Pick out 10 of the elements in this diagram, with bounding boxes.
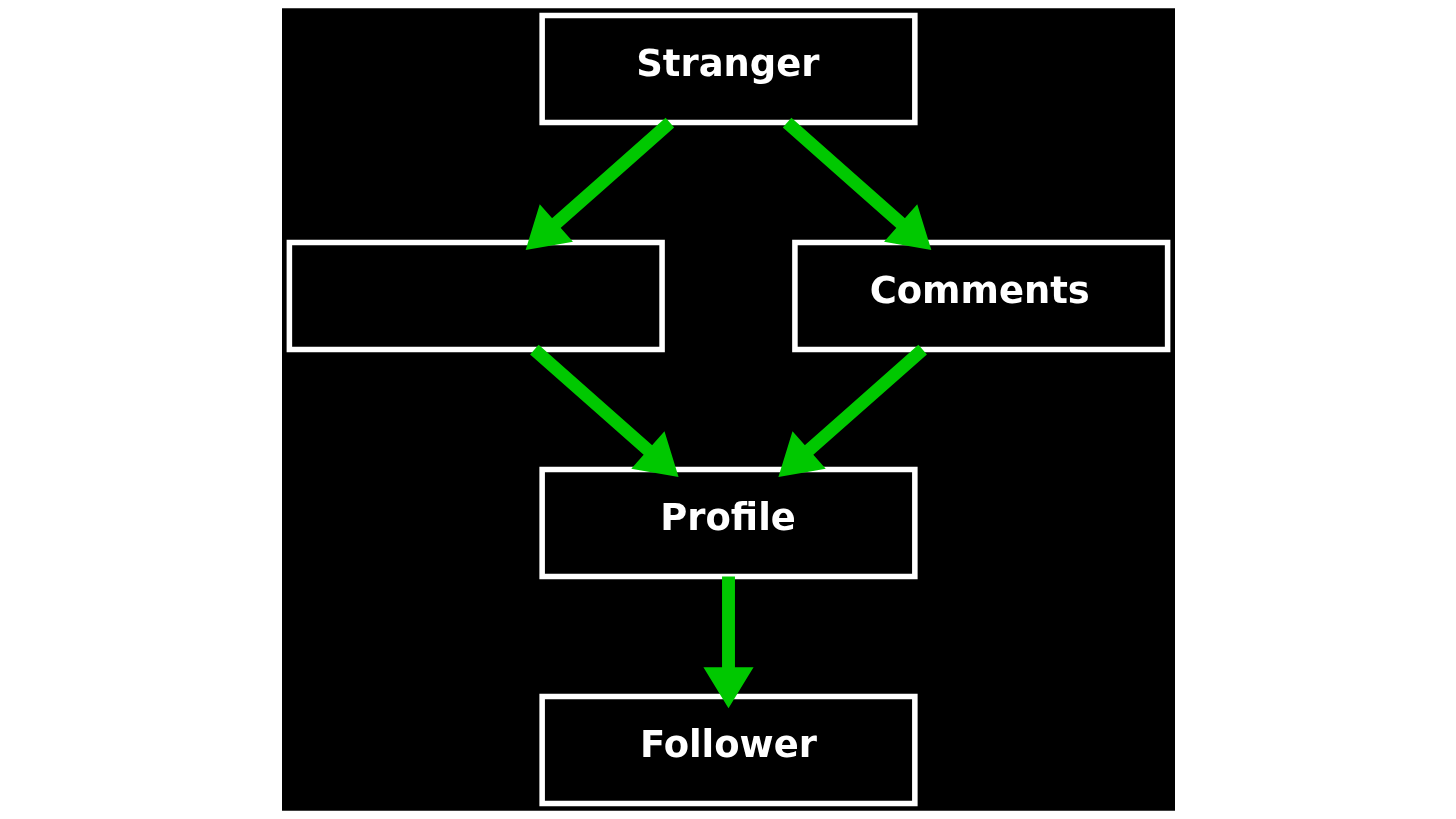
node-box: Stranger xyxy=(538,12,918,126)
node-box: Follower xyxy=(538,693,918,807)
arrow xyxy=(777,344,927,478)
node-box: Profile xyxy=(538,466,918,580)
arrow xyxy=(525,117,674,251)
arrow xyxy=(702,576,754,709)
arrow xyxy=(529,344,679,478)
arrow xyxy=(782,117,931,251)
node-box xyxy=(286,239,665,353)
node-box: Comments xyxy=(791,239,1170,353)
